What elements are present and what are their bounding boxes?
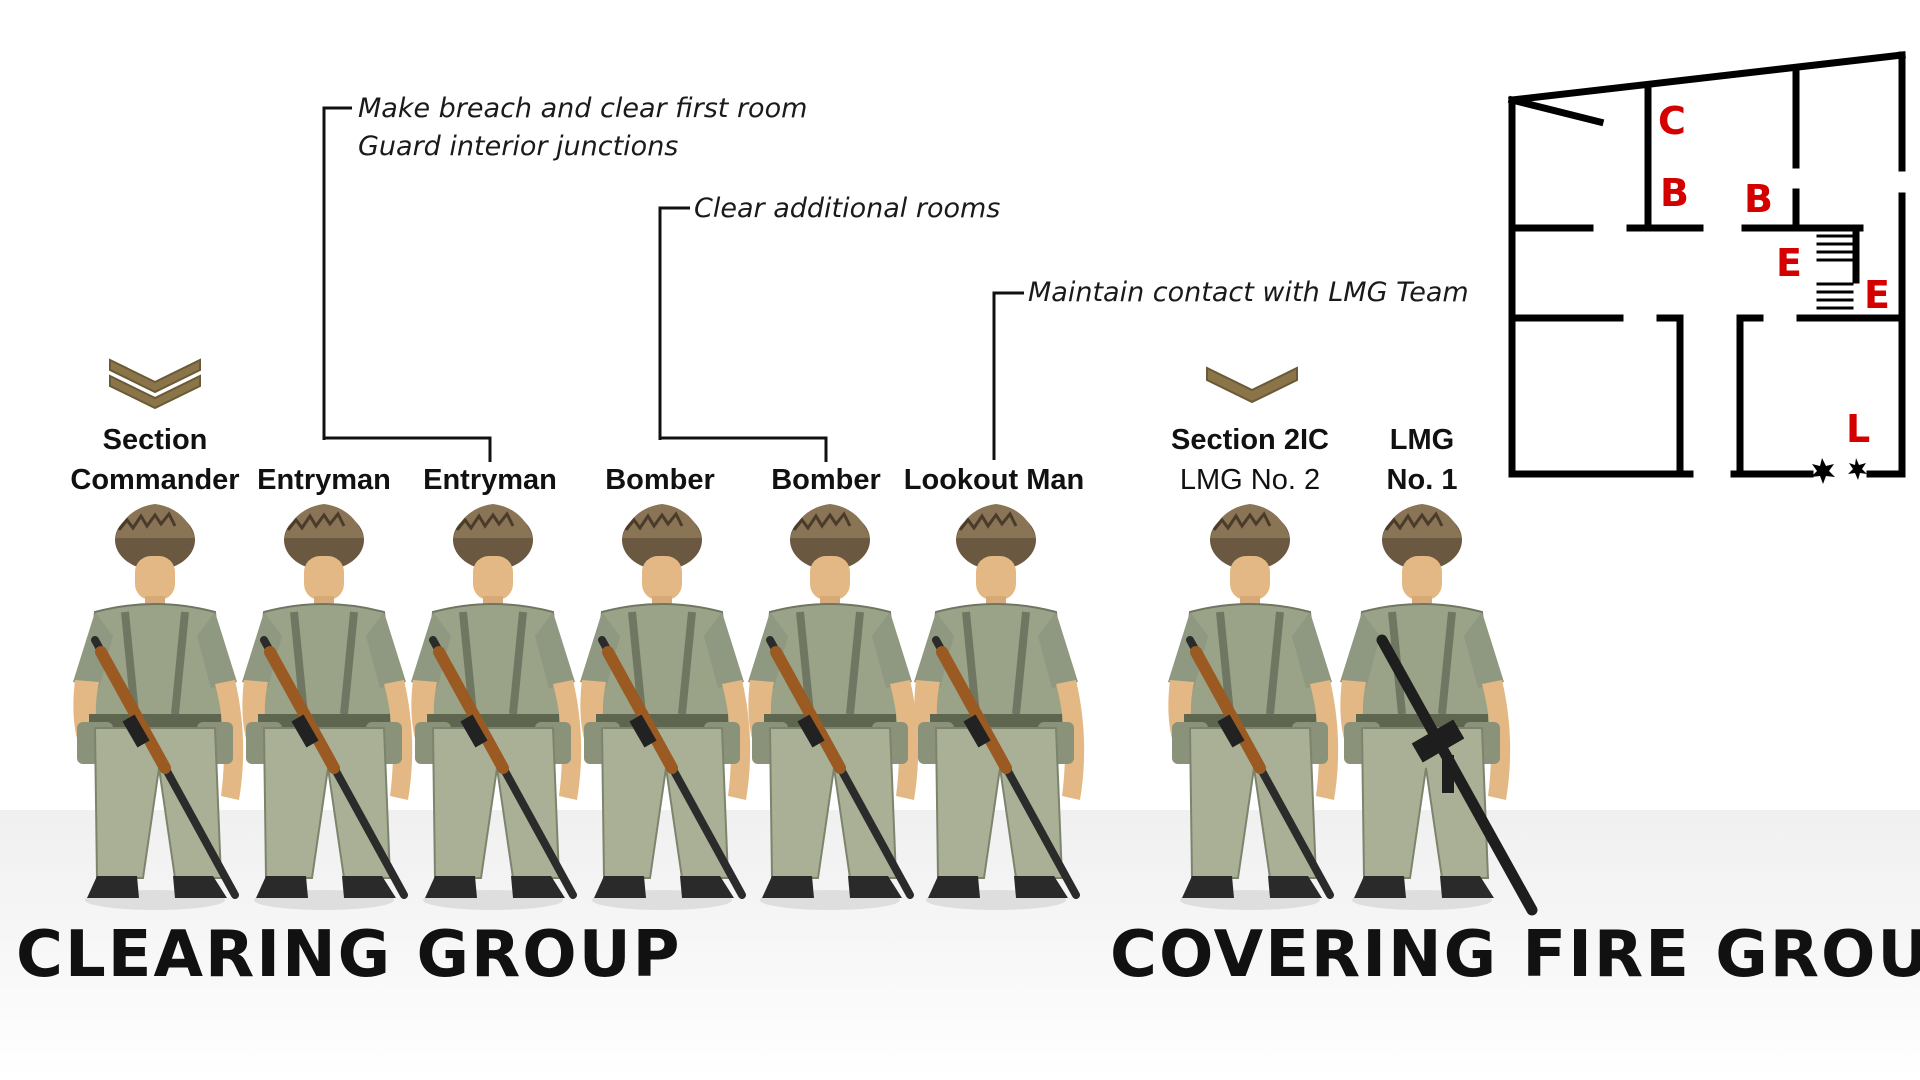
marker-l: L <box>1846 407 1870 451</box>
soldier-entryman-2 <box>411 504 581 910</box>
entry-team-connector <box>322 106 352 440</box>
covering-fire-group-title: COVERING FIRE GROUP <box>1110 918 1920 992</box>
marker-b-2: B <box>1744 177 1773 221</box>
role-bomber-2: Bomber <box>771 464 881 496</box>
marker-b-1: B <box>1660 171 1689 215</box>
clearing-group-title: CLEARING GROUP <box>16 918 682 992</box>
soldier-bomber-2 <box>748 504 918 910</box>
role-section-commander-line-1: Section <box>102 424 208 456</box>
role-lmg-no1: LMG No. 1 <box>1302 420 1542 500</box>
lookout-connector <box>992 291 1024 460</box>
marker-c: C <box>1658 99 1686 143</box>
role-entryman-1: Entryman <box>257 464 391 496</box>
annotation-entry-line-1: Make breach and clear first room <box>358 93 808 124</box>
annotation-entry-line-2: Guard interior junctions <box>358 131 679 162</box>
role-lmg-no1-line-2: No. 1 <box>1386 464 1458 496</box>
role-bomber-1: Bomber <box>605 464 715 496</box>
bomber-team-connector <box>658 206 690 440</box>
breach-marker-icon <box>1811 458 1867 484</box>
connector-lines <box>322 106 1024 462</box>
soldier-section-2ic <box>1168 504 1338 910</box>
entryman-bracket <box>322 436 492 462</box>
soldier-lmg-no1 <box>1340 504 1532 910</box>
floor-plan <box>1507 51 1906 478</box>
annotation-entry-team: Make breach and clear first room Guard i… <box>358 90 807 166</box>
soldier-entryman-1 <box>242 504 412 910</box>
marker-e-1: E <box>1776 241 1802 285</box>
soldier-bomber-1 <box>580 504 750 910</box>
annotation-lookout: Maintain contact with LMG Team <box>1028 277 1469 308</box>
role-section-commander: Section Commander <box>35 420 275 500</box>
role-section-2ic-line-2: LMG No. 2 <box>1179 464 1321 496</box>
soldier-lookout-man <box>914 504 1084 910</box>
marker-e-2: E <box>1864 273 1890 317</box>
lance-corporal-chevron-icon <box>1206 367 1298 403</box>
role-section-2ic-line-1: Section 2IC <box>1171 424 1329 456</box>
role-section-2ic: Section 2IC LMG No. 2 <box>1130 420 1370 500</box>
annotation-bomber-team: Clear additional rooms <box>694 193 1001 224</box>
corporal-chevron-icon <box>109 359 201 409</box>
floor-plan-markers: C B B E E L <box>1658 99 1890 451</box>
role-section-commander-line-2: Commander <box>70 464 240 496</box>
role-lookout-man: Lookout Man <box>903 464 1085 496</box>
soldier-section-commander <box>73 504 243 910</box>
role-lmg-no1-line-1: LMG <box>1389 424 1455 456</box>
role-entryman-2: Entryman <box>423 464 557 496</box>
bomber-bracket <box>658 436 828 462</box>
